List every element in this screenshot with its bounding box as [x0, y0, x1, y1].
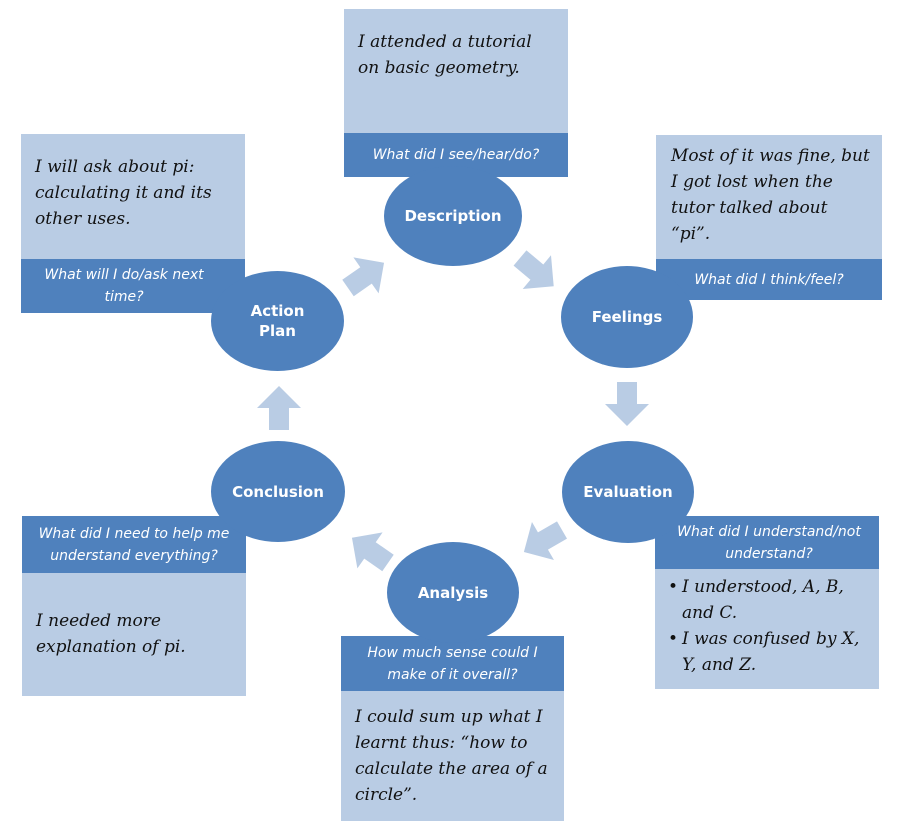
- description-answer: I attended a tutorial on basic geometry.: [358, 32, 532, 78]
- analysis-node: Analysis: [387, 542, 519, 643]
- analysis-question: How much sense could I make of it overal…: [341, 636, 564, 691]
- evaluation-bullets: I understood, A, B, and C. I was confuse…: [668, 574, 873, 678]
- arrow-evaluation-to-analysis: [523, 521, 567, 561]
- evaluation-question: What did I understand/not understand?: [655, 516, 879, 569]
- conclusion-node: Conclusion: [211, 441, 345, 542]
- feelings-answer: Most of it was fine, but I got lost when…: [671, 146, 870, 244]
- conclusion-answer: I needed more explanation of pi.: [36, 611, 186, 657]
- feelings-question: What did I think/feel?: [656, 259, 882, 300]
- action-plan-node: Action Plan: [211, 271, 344, 371]
- action-plan-answer: I will ask about pi: calculating it and …: [35, 157, 212, 229]
- evaluation-bullet: I was confused by X, Y, and Z.: [668, 626, 873, 678]
- evaluation-bullet: I understood, A, B, and C.: [668, 574, 873, 626]
- arrow-action-plan-to-description: [342, 257, 385, 297]
- conclusion-question: What did I need to help me understand ev…: [22, 516, 246, 573]
- arrow-description-to-feelings: [513, 250, 554, 289]
- analysis-answer: I could sum up what I learnt thus: “how …: [355, 707, 548, 805]
- arrow-conclusion-to-action-plan: [257, 386, 301, 430]
- arrow-analysis-to-conclusion: [351, 532, 394, 572]
- feelings-node: Feelings: [561, 266, 693, 368]
- evaluation-node: Evaluation: [562, 441, 694, 543]
- action-plan-question: What will I do/ask next time?: [21, 259, 245, 313]
- arrow-feelings-to-evaluation: [605, 382, 649, 426]
- description-node: Description: [384, 166, 522, 266]
